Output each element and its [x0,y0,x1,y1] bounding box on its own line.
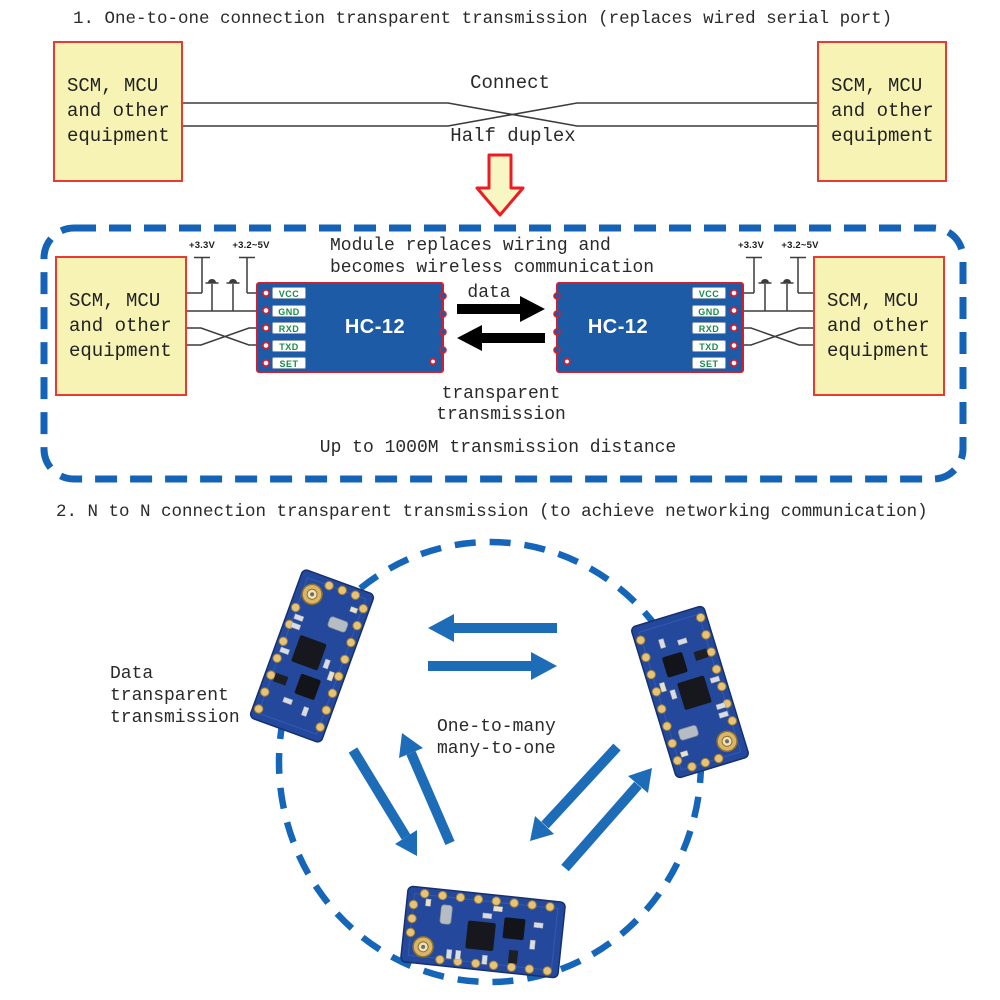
serial-crossover-wires [183,102,817,127]
pin-label-vcc-right: VCC [692,287,726,299]
power-33v-label-left: +3.3V [188,240,216,251]
equipment-box-mid-right: SCM, MCU and other equipment [813,256,945,396]
module-pin-holes [261,288,739,368]
half-duplex-label: Half duplex [450,125,576,147]
module-edge-castellations [439,292,561,354]
module-name-left: HC-12 [344,316,406,338]
power-325v-label-right: +3.2~5V [781,240,819,251]
pin-label-txd-left: TXD [272,339,306,352]
pcb-photo-right [629,604,751,780]
section1-title: 1. One-to-one connection transparent tra… [73,9,893,29]
pin-label-vcc-left: VCC [272,287,306,299]
pin-label-set-left: SET [272,357,306,369]
down-arrow [475,153,525,217]
one-to-many-label: One-to-many many-to-one [437,717,556,759]
right-module-wiring [737,256,813,346]
pin-label-gnd-right: GND [692,304,726,317]
pcb-photo-top-left [248,568,376,744]
wireless-panel-border [40,224,967,483]
equipment-box-mid-left: SCM, MCU and other equipment [55,256,187,396]
pin-label-rxd-left: RXD [272,322,306,334]
power-33v-label-right: +3.3V [737,240,765,251]
right-decoupling-caps [761,279,791,283]
equipment-box-top-right: SCM, MCU and other equipment [817,41,947,182]
left-module-wiring [187,256,263,346]
transparent-transmission-label: transparent transmission [436,384,566,425]
network-arrows [348,614,652,872]
data-arrow-left [457,325,545,351]
data-arrow-right [457,296,545,322]
section2-title: 2. N to N connection transparent transmi… [56,502,928,522]
data-label: data [467,283,511,303]
pin-label-gnd-left: GND [272,304,306,317]
power-325v-label-left: +3.2~5V [232,240,270,251]
data-transparent-label: Data transparent transmission [110,664,240,728]
wireless-caption: Module replaces wiring and becomes wirel… [330,236,655,278]
distance-label: Up to 1000M transmission distance [319,438,677,458]
module-name-right: HC-12 [587,316,649,338]
pcb-photo-bottom [399,885,567,979]
equipment-box-top-left: SCM, MCU and other equipment [53,41,183,182]
pin-label-rxd-right: RXD [692,322,726,334]
pin-label-txd-right: TXD [692,339,726,352]
pin-label-set-right: SET [692,357,726,369]
left-decoupling-caps [208,279,237,283]
connect-label: Connect [470,72,550,94]
